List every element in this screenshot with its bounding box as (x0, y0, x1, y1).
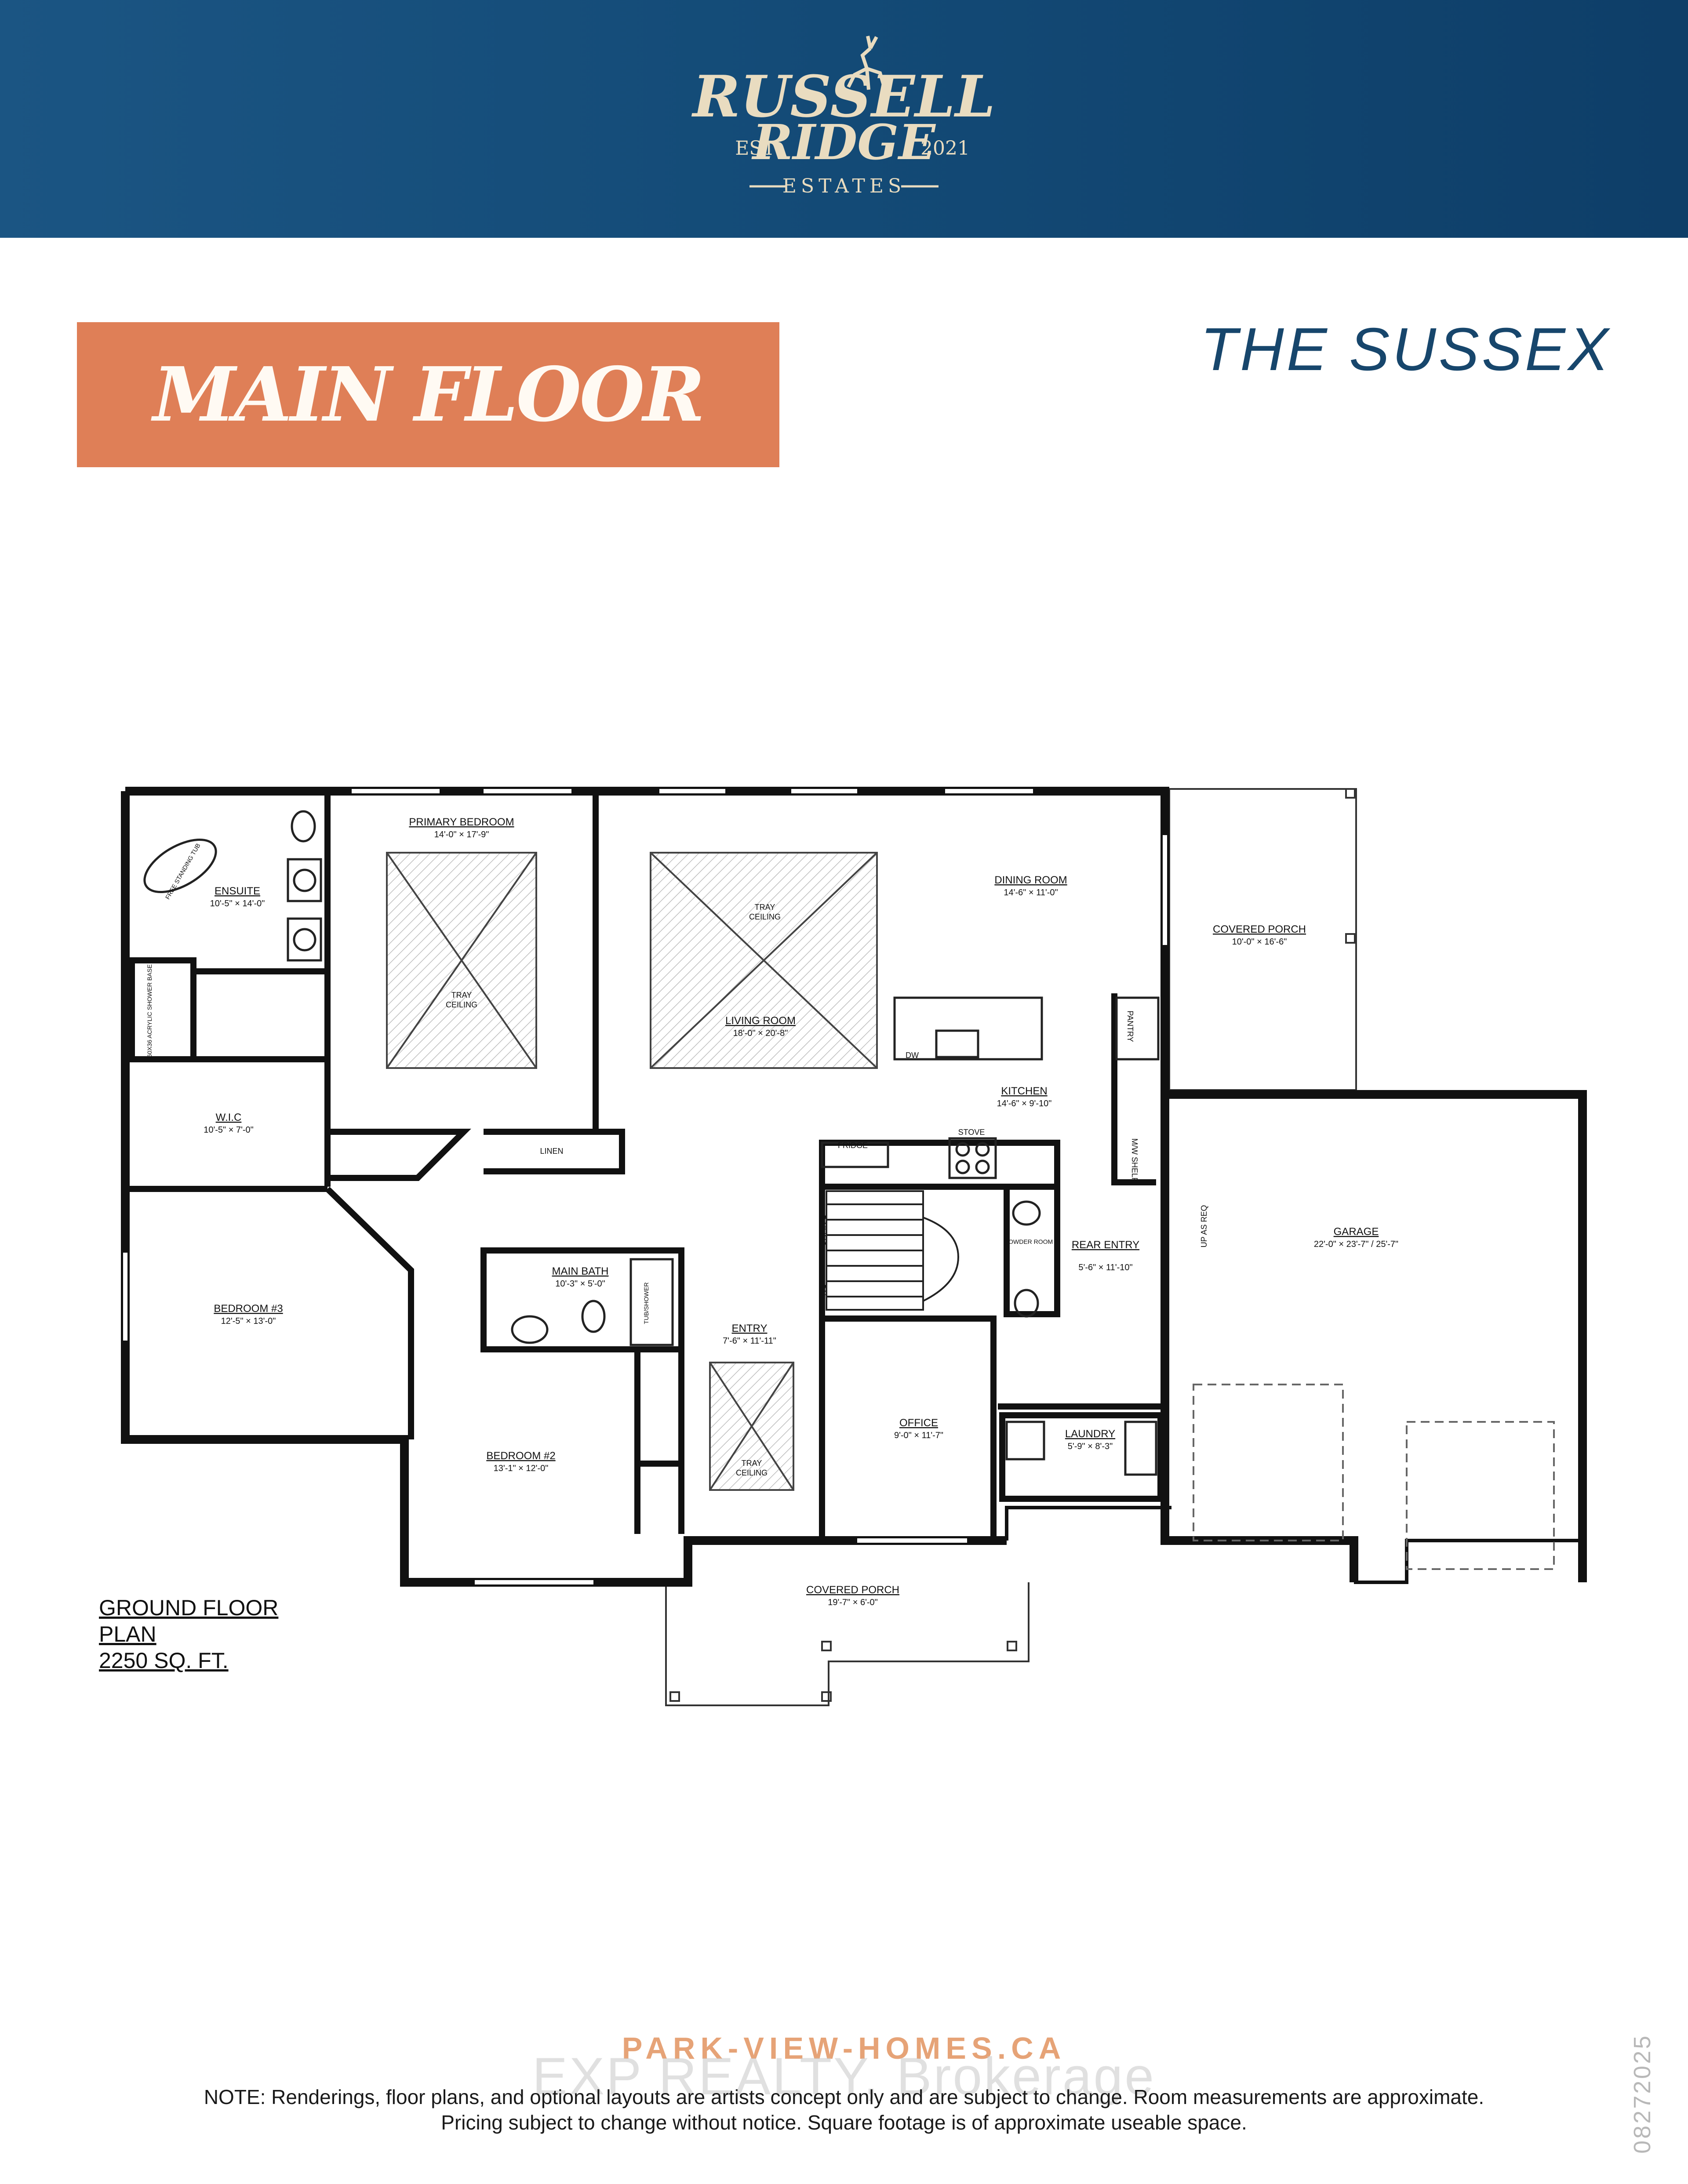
dw-label: DW (906, 1051, 919, 1060)
brokerage-watermark: EXP REALTY, Brokerage (532, 2047, 1156, 2106)
tray-ceiling-label: CEILING (749, 912, 781, 921)
stairs (826, 1190, 960, 1311)
tray-ceiling-label: CEILING (446, 1000, 477, 1009)
stove-label: STOVE (958, 1128, 985, 1137)
logo-est-label: EST (735, 137, 775, 160)
room-dims: 9'-0" × 11'-7" (894, 1431, 943, 1440)
room-name: COVERED PORCH (806, 1584, 899, 1596)
shower-base-label: 60X36 ACRYLIC SHOWER BASE (146, 964, 153, 1057)
room-name: KITCHEN (1001, 1085, 1047, 1097)
pantry-label: PANTRY (1126, 1010, 1135, 1042)
room-dims: 10'-5" × 7'-0" (204, 1125, 254, 1135)
tub-shower-label: TUB/SHOWER (643, 1283, 650, 1324)
caption-line2: PLAN (99, 1622, 156, 1646)
room-dims: 12'-5" × 13'-0" (221, 1316, 276, 1326)
garage-step-walls (1005, 1506, 1582, 1584)
tray-ceiling-label: CEILING (736, 1468, 768, 1477)
caption-line3: 2250 SQ. FT. (99, 1648, 229, 1673)
plan-caption: GROUND FLOOR PLAN 2250 SQ. FT. (99, 1595, 278, 1673)
logo-name-line2: RIDGE (751, 114, 936, 171)
windows (123, 789, 1167, 1584)
linen-label: LINEN (540, 1147, 563, 1156)
room-labels: PRIMARY BEDROOM 14'-0" × 17'-9" ENSUITE … (204, 816, 1398, 1607)
garage-doors (1193, 1384, 1555, 1570)
tray-ceiling-label: TRAY (742, 1459, 762, 1468)
floor-plan: PRIMARY BEDROOM 14'-0" × 17'-9" ENSUITE … (99, 787, 1587, 1706)
room-name: MAIN BATH (552, 1265, 609, 1277)
railing-label: RAILING (818, 1215, 827, 1246)
room-dims: 7'-6" × 11'-11" (723, 1336, 776, 1346)
document-code: 08272025 (1629, 2034, 1655, 2154)
dn-label: DN (818, 1284, 827, 1296)
room-dims: 13'-1" × 12'-0" (494, 1464, 549, 1473)
powder-room-label: POWDER ROOM (1004, 1238, 1053, 1245)
room-dims: 5'-6" × 11'-10" (1078, 1263, 1132, 1272)
room-dims: 14'-0" × 17'-9" (434, 830, 489, 839)
logo-sub: ESTATES (782, 175, 906, 197)
interior-walls (125, 791, 1164, 1541)
room-dims: 18'-0" × 20'-8" (733, 1028, 788, 1038)
fridge-label: FRIDGE (838, 1141, 868, 1150)
room-name: COVERED PORCH (1213, 923, 1306, 935)
room-dims: 10'-5" × 14'-0" (210, 899, 265, 908)
room-dims: 14'-6" × 9'-10" (997, 1099, 1052, 1108)
tray-ceiling-label: TRAY (451, 991, 472, 999)
room-name: ENTRY (732, 1323, 768, 1334)
section-label-box: MAIN FLOOR (77, 322, 779, 467)
room-name: LIVING ROOM (725, 1015, 796, 1027)
room-dims: 14'-6" × 11'-0" (1004, 888, 1058, 898)
room-dims: 19'-7" × 6'-0" (828, 1598, 878, 1607)
up-as-req-label: UP AS REQ (1200, 1205, 1208, 1248)
model-name: THE SUSSEX (1200, 316, 1611, 383)
tub-label: FREE STANDING TUB (164, 842, 202, 901)
header-banner (0, 0, 1688, 238)
caption-line1: GROUND FLOOR (99, 1595, 278, 1620)
mw-shelf-label: M/W SHELF (1130, 1138, 1139, 1182)
room-name: LAUNDRY (1065, 1428, 1115, 1440)
room-dims: 10'-3" × 5'-0" (555, 1279, 605, 1289)
logo-name-line1: RUSSELL (691, 63, 995, 130)
brand-logo: RUSSELL EST RIDGE 2021 ESTATES (691, 36, 995, 197)
site-url: PARK-VIEW-HOMES.CA (622, 2031, 1066, 2065)
room-dims: 22'-0" × 23'-7" / 25'-7" (1314, 1239, 1398, 1249)
room-name: OFFICE (899, 1417, 938, 1429)
room-name: W.I.C (216, 1112, 242, 1123)
exterior-walls (121, 787, 1587, 1587)
logo-est-year: 2021 (920, 137, 970, 160)
disclaimer: NOTE: Renderings, floor plans, and optio… (0, 2084, 1688, 2135)
kitchen-fixtures (821, 996, 1160, 1179)
room-name: REAR ENTRY (1072, 1239, 1139, 1251)
room-name: PRIMARY BEDROOM (409, 816, 514, 828)
room-name: GARAGE (1334, 1226, 1379, 1238)
tray-ceilings (386, 852, 878, 1491)
disclaimer-line1: NOTE: Renderings, floor plans, and optio… (204, 2086, 1484, 2108)
disclaimer-line2: Pricing subject to change without notice… (441, 2111, 1247, 2134)
section-label: MAIN FLOOR (153, 351, 705, 439)
tray-ceiling-label: TRAY (755, 903, 775, 912)
room-dims: 5'-9" × 8'-3" (1068, 1442, 1113, 1451)
porch-posts (669, 788, 1356, 1702)
bath-fixtures (143, 810, 1157, 1476)
room-name: DINING ROOM (994, 874, 1067, 886)
room-dims: 10'-0" × 16'-6" (1232, 937, 1287, 947)
room-name: ENSUITE (215, 885, 260, 897)
room-name: BEDROOM #3 (214, 1303, 283, 1315)
room-name: BEDROOM #2 (486, 1450, 555, 1462)
